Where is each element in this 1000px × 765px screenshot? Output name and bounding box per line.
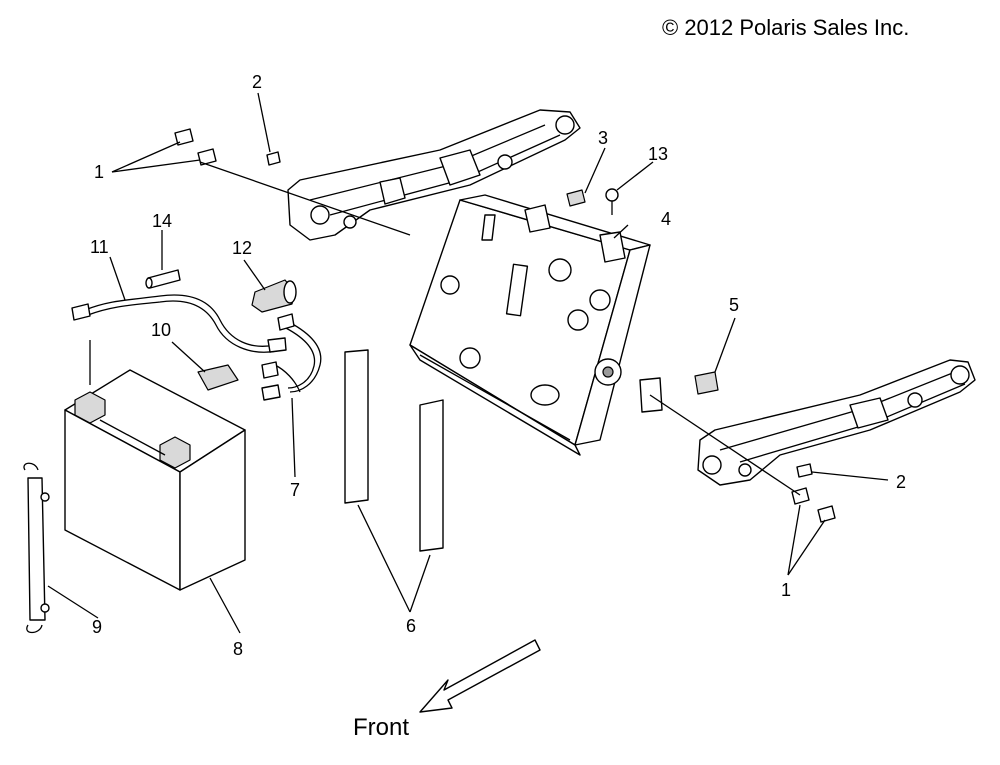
callout-3: 3 <box>598 128 608 148</box>
callouts: 1 2 3 13 4 5 2 1 14 11 12 10 7 6 8 9 <box>90 72 906 659</box>
rubber-pads <box>344 349 444 552</box>
front-label: Front <box>353 714 409 741</box>
copyright-text: © 2012 Polaris Sales Inc. <box>662 15 909 40</box>
callout-6: 6 <box>406 616 416 636</box>
callout-8: 8 <box>233 639 243 659</box>
positive-cable <box>261 313 322 401</box>
callout-14: 14 <box>152 211 172 231</box>
spacer-14 <box>145 269 181 289</box>
battery-box <box>409 194 663 456</box>
callout-1b: 1 <box>781 580 791 600</box>
leader-lines <box>47 92 889 634</box>
lower-frame-bracket <box>697 359 976 486</box>
battery <box>64 369 246 591</box>
hardware <box>174 128 836 523</box>
callout-2b: 2 <box>896 472 906 492</box>
negative-cable <box>71 294 287 353</box>
callout-7: 7 <box>290 480 300 500</box>
callout-4: 4 <box>661 209 671 229</box>
callout-10: 10 <box>151 320 171 340</box>
callout-1a: 1 <box>94 162 104 182</box>
battery-strap <box>23 462 50 634</box>
terminal-cover-10 <box>197 364 239 391</box>
callout-5: 5 <box>729 295 739 315</box>
terminal-boot-12 <box>251 279 297 313</box>
callout-2a: 2 <box>252 72 262 92</box>
callout-11: 11 <box>90 237 109 257</box>
callout-12: 12 <box>232 238 252 258</box>
callout-9: 9 <box>92 617 102 637</box>
front-arrow-icon <box>419 639 541 713</box>
upper-frame-bracket <box>287 109 581 241</box>
callout-13: 13 <box>648 144 668 164</box>
